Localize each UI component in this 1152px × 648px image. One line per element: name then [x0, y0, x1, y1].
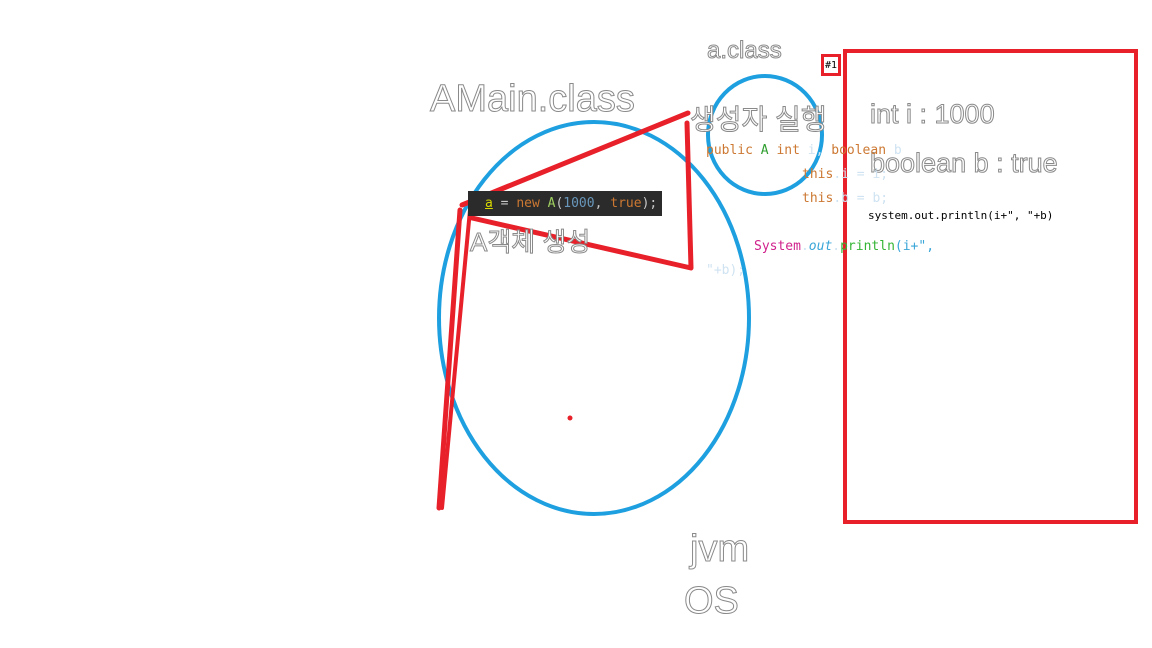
sys-dot-1: .	[800, 239, 809, 254]
instantiation-code: a = new A(1000, true);	[485, 197, 657, 210]
println-plain: system.out.println(i+", "+b)	[868, 209, 1054, 222]
constructor-return-line	[469, 120, 694, 271]
code-end: );	[641, 196, 658, 211]
this-i-keyword: this	[802, 167, 834, 182]
a-class-label: a.class	[707, 37, 783, 64]
jvm-label: jvm	[689, 528, 750, 570]
code-new-kw: new	[516, 196, 548, 211]
jvm-ellipse	[437, 120, 751, 516]
amain-class-label: AMain.class	[430, 78, 636, 120]
memory-box	[843, 49, 1138, 524]
code-comma: ,	[594, 196, 611, 211]
code-number: 1000	[563, 196, 595, 211]
sys-system: System	[754, 239, 801, 254]
a-class-circle	[706, 74, 824, 196]
sys-println: println	[840, 239, 895, 254]
int-i-value: int i : 1000	[870, 99, 996, 129]
sys-out: out	[808, 239, 833, 254]
os-label: OS	[684, 580, 740, 622]
sys-args: (i+",	[894, 239, 935, 254]
boolean-b-value: boolean b : true	[870, 148, 1059, 178]
sys-dot-2: .	[832, 239, 841, 254]
object-create-label: A객체 생성	[469, 227, 591, 257]
this-i-assign: .i = i;	[833, 167, 889, 182]
code-eq: =	[492, 196, 517, 211]
code-class-a: A	[547, 196, 556, 211]
memory-tag: #1	[821, 54, 841, 76]
down-stroke-2	[440, 208, 472, 510]
println-highlighted: System.out.println(i+",	[754, 240, 934, 253]
println-continuation: "+b);	[706, 263, 746, 278]
kw-public: public	[706, 143, 761, 158]
this-i-line: this.i = i;	[802, 168, 888, 181]
arrow-to-constructor	[459, 110, 691, 208]
this-b-keyword: this	[802, 191, 834, 206]
param-b: b	[893, 143, 902, 158]
code-paren: (	[555, 196, 564, 211]
kw-int: int	[776, 143, 808, 158]
code-var-a: a	[485, 196, 493, 211]
instantiation-code-strip	[468, 191, 662, 216]
this-b-line: this.b = b;	[802, 192, 888, 205]
red-dot	[567, 415, 573, 421]
this-b-assign: .b = b;	[833, 191, 889, 206]
constructor-run-label: 생성자 실행	[690, 104, 828, 135]
down-stroke-1	[436, 207, 463, 511]
kw-boolean: boolean	[831, 143, 894, 158]
param-i: i,	[807, 143, 832, 158]
code-true-kw: true	[610, 196, 642, 211]
constructor-signature: public A int i, boolean b	[706, 144, 902, 157]
kw-class-a: A	[760, 143, 777, 158]
